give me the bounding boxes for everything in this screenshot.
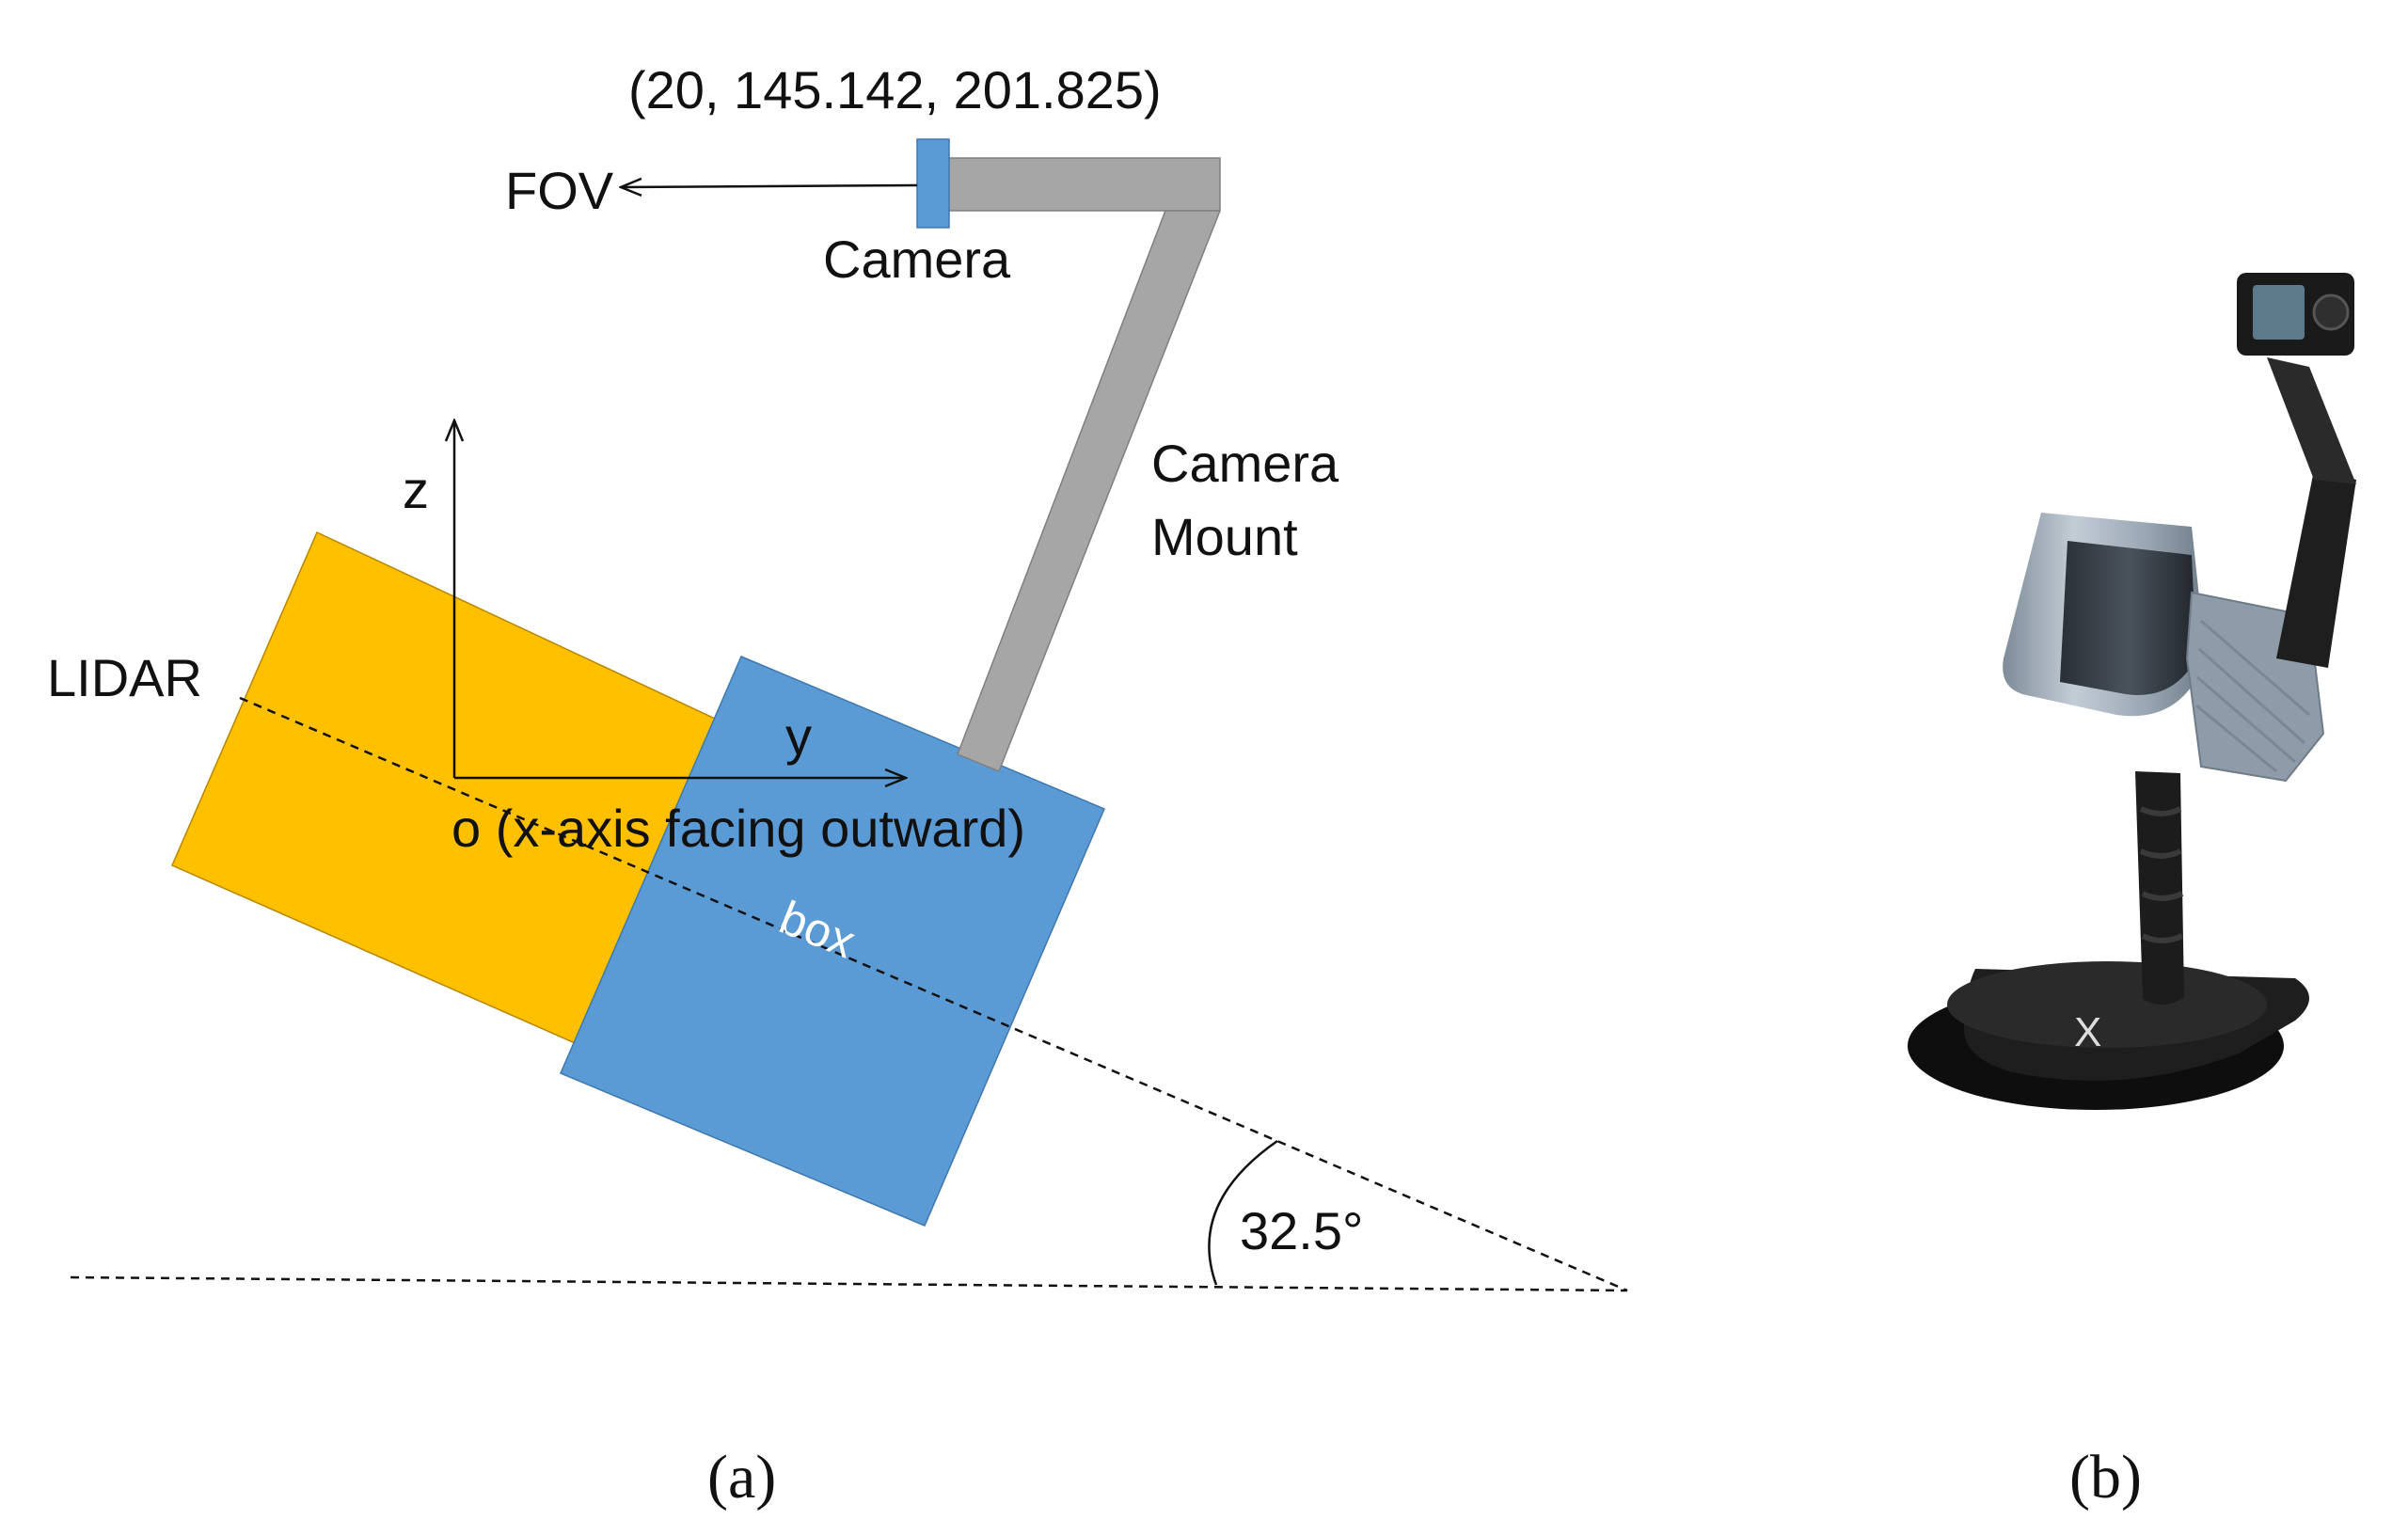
caption-b: (b) [2069, 1443, 2142, 1512]
camera-mount-top-bar [946, 157, 1221, 212]
lidar-label: LIDAR [47, 648, 202, 707]
angle-label: 32.5° [1240, 1201, 1363, 1260]
camera-mount-label-line2: Mount [1151, 507, 1298, 566]
device-base-top [1947, 961, 2267, 1048]
z-axis-label: z [403, 460, 429, 519]
panel-b-device-photo: X [1908, 273, 2356, 1110]
angle-arc [1208, 1139, 1278, 1286]
device-camera-arm-upper [2267, 357, 2356, 484]
panel-a-diagram: (20, 145.142, 201.825) FOV Camera Camera… [47, 60, 1628, 1512]
fov-arrow [621, 185, 918, 187]
y-axis-label: y [785, 706, 812, 766]
device-base-logo-icon: X [2074, 1009, 2101, 1055]
lidar-axis-dashed-line [239, 696, 1628, 1292]
device-lidar-lens [2060, 541, 2196, 695]
device-action-camera-lens [2312, 293, 2350, 331]
origin-label: o (x-axis facing outward) [452, 799, 1025, 858]
camera-body [916, 138, 950, 229]
fov-label: FOV [505, 161, 614, 220]
caption-a: (a) [707, 1443, 776, 1512]
device-handle-grip [2139, 806, 2184, 943]
camera-label: Camera [823, 230, 1011, 289]
device-action-camera-screen [2253, 285, 2305, 340]
ground-reference-line [70, 1275, 1628, 1292]
device-side-box-ribs [2195, 619, 2310, 773]
device-handle [2135, 771, 2184, 1006]
camera-mount-label-line1: Camera [1151, 434, 1339, 493]
camera-coordinates-label: (20, 145.142, 201.825) [628, 60, 1162, 119]
device-camera-arm-lower [2276, 470, 2356, 668]
